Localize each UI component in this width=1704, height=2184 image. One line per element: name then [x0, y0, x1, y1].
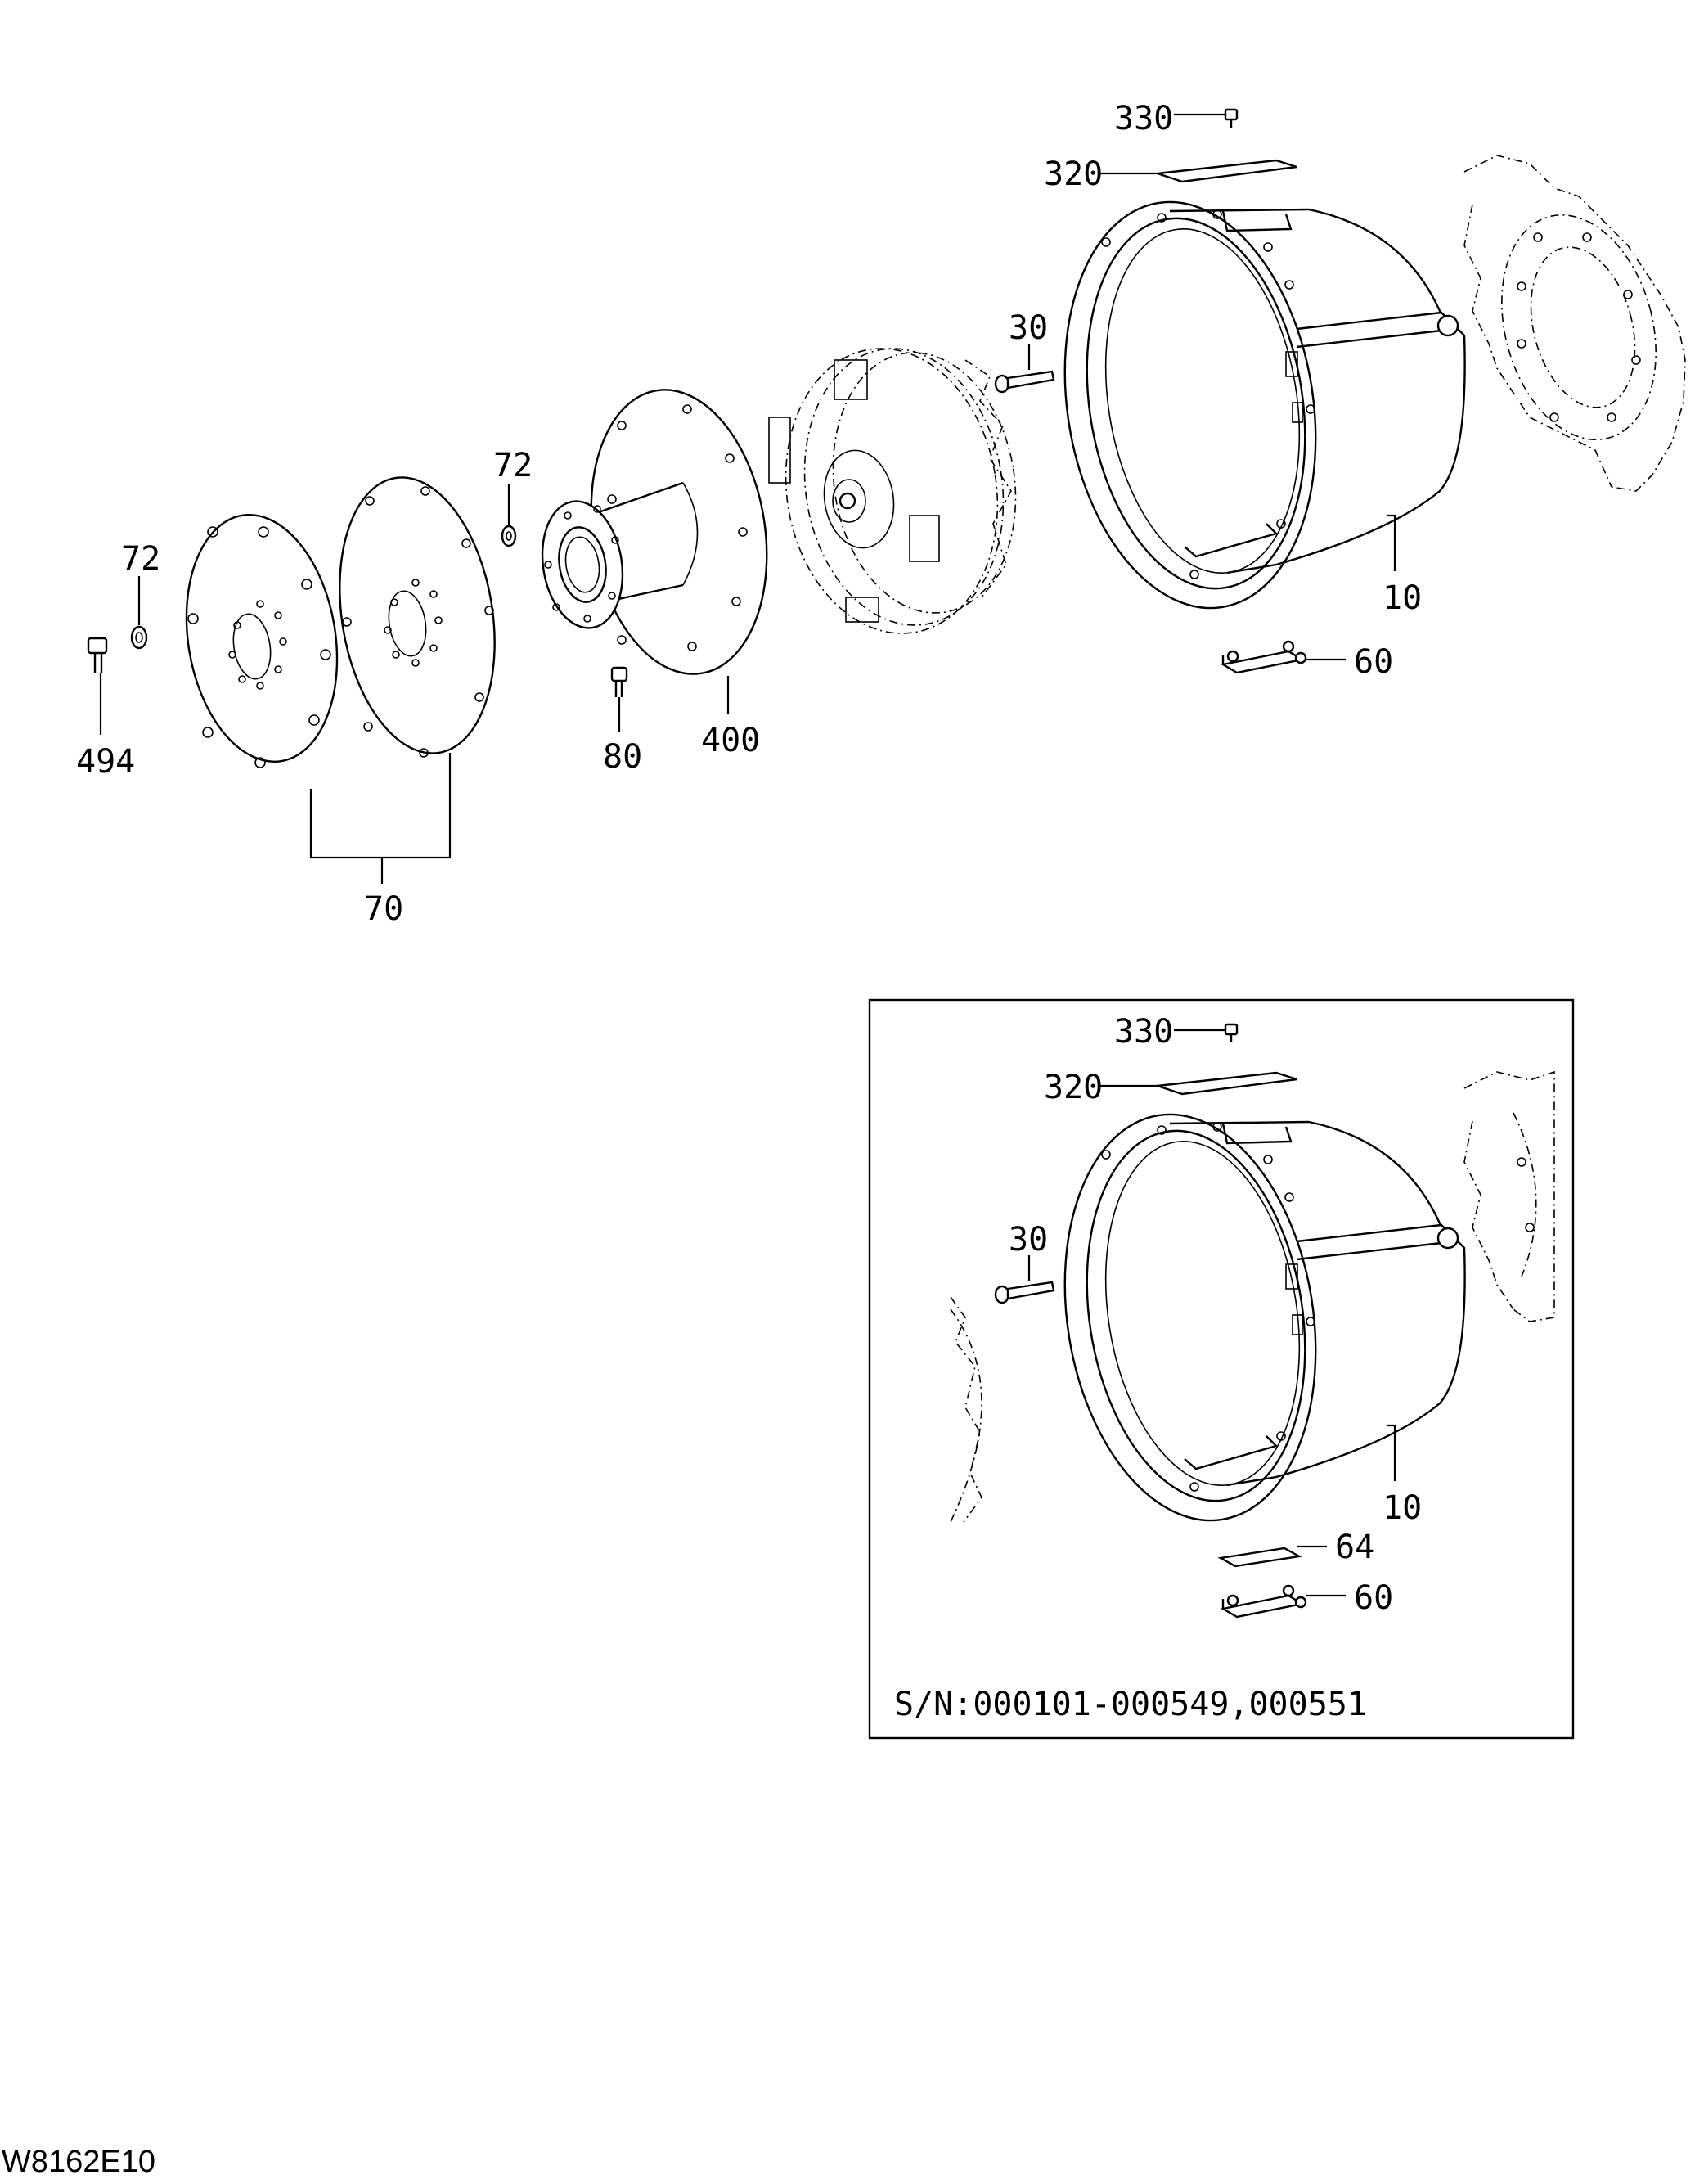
callout-494: 494	[76, 743, 135, 781]
engine-block-partial	[1463, 155, 1686, 492]
torque-converter	[768, 348, 1017, 634]
inset-converter-rim	[950, 1308, 982, 1523]
inset-flywheel-housing-10	[1063, 1113, 1466, 1522]
callout-70: 70	[364, 890, 403, 928]
callout-320: 320	[1044, 155, 1103, 193]
inset-variant-box: 330 320 30 10 64 60 S/N:000101-000549,00…	[868, 998, 1575, 1740]
inset-callout-64: 64	[1335, 1529, 1374, 1566]
callout-10: 10	[1383, 579, 1422, 617]
inset-torque-converter-partial	[950, 1296, 982, 1523]
drive-plate-front	[185, 514, 339, 768]
diagram-code: W8162E10	[2, 2145, 155, 2179]
inset-callout-10: 10	[1383, 1489, 1422, 1527]
inset-callout-60: 60	[1354, 1579, 1393, 1617]
inset-engine-block-partial	[1463, 1070, 1555, 1322]
washer-72-left	[130, 625, 148, 650]
inset-screw-330	[1224, 1023, 1239, 1042]
callout-400: 400	[701, 722, 760, 759]
callout-72-mid: 72	[493, 447, 533, 484]
drive-plate-rear	[339, 476, 496, 758]
bolt-494	[87, 637, 108, 673]
hub-flange-400	[541, 389, 768, 675]
cover-plate-60	[1220, 640, 1307, 674]
inset-cover-plate-60	[1220, 1584, 1307, 1619]
gasket-320	[1157, 159, 1297, 183]
serial-number-note: S/N:000101-000549,000551	[894, 1686, 1367, 1723]
callout-60: 60	[1354, 643, 1393, 681]
flywheel-housing-10	[1063, 200, 1466, 610]
bolt-30	[994, 370, 1055, 394]
inset-gasket-320	[1157, 1071, 1297, 1096]
inset-callout-320: 320	[1044, 1069, 1103, 1106]
inset-bolt-30	[994, 1281, 1055, 1304]
leader-10	[1387, 514, 1396, 571]
inset-callout-30: 30	[1009, 1221, 1048, 1259]
bolt-80	[610, 666, 628, 697]
callout-80: 80	[603, 738, 642, 776]
callout-30: 30	[1009, 309, 1048, 347]
inset-gasket-64	[1217, 1547, 1302, 1568]
inset-callout-330: 330	[1114, 1013, 1173, 1051]
bracket-70	[309, 753, 452, 859]
inset-leader-10	[1387, 1424, 1396, 1481]
callout-330: 330	[1114, 100, 1173, 137]
callout-72-left: 72	[121, 540, 160, 578]
screw-330	[1224, 108, 1239, 128]
washer-72-mid	[501, 525, 517, 547]
